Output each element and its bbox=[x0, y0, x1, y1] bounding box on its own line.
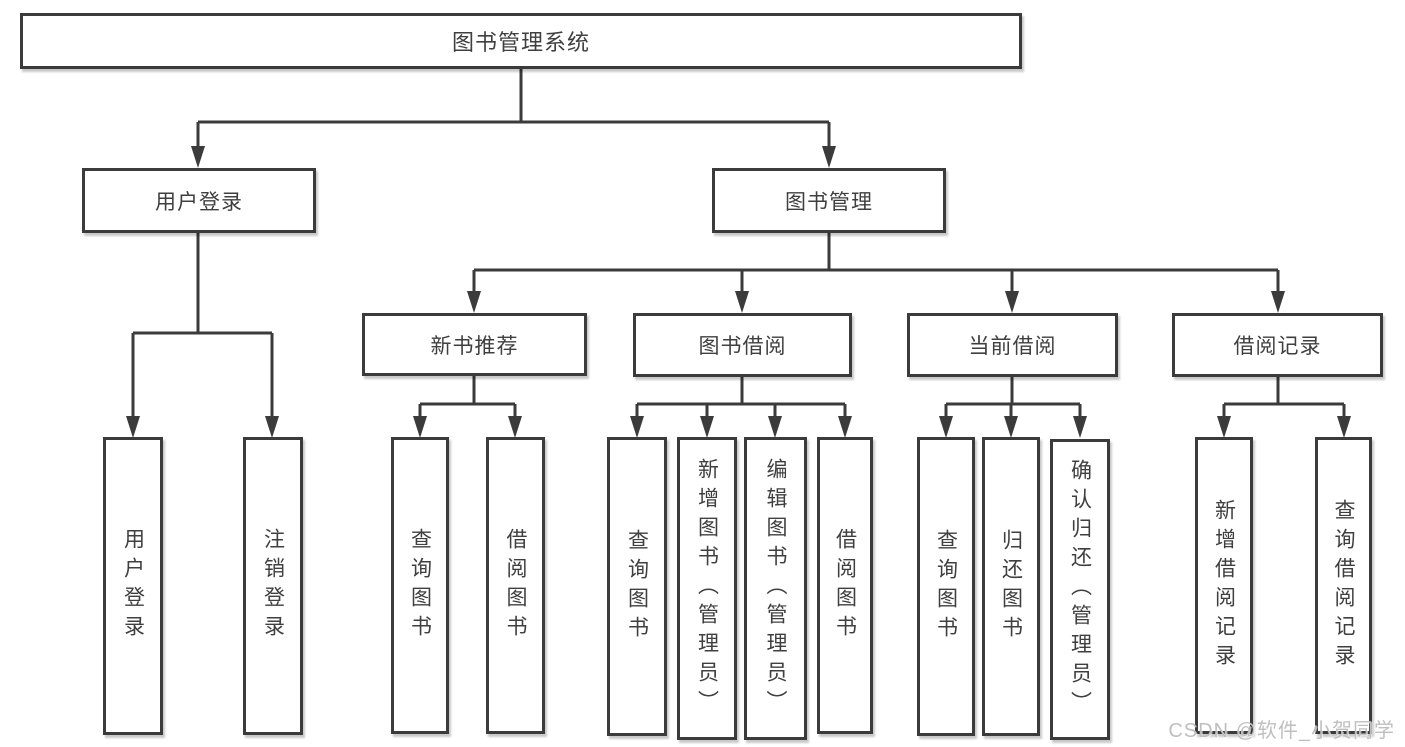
node-user-login: 用户登录 bbox=[82, 168, 316, 233]
node-label: 借阅图书 bbox=[504, 527, 527, 644]
leaf-query-books-borrowing: 查询图书 bbox=[607, 437, 667, 736]
node-label: 新书推荐 bbox=[430, 334, 519, 358]
node-label: 归还图书 bbox=[999, 528, 1023, 645]
leaf-confirm-return-admin: 确认归还（管理员） bbox=[1050, 439, 1110, 740]
node-label: 当前借阅 bbox=[968, 335, 1057, 358]
leaf-borrow-books-borrowing: 借阅图书 bbox=[817, 437, 873, 734]
node-current-borrowing: 当前借阅 bbox=[907, 313, 1118, 377]
node-label: 编辑图书（管理员） bbox=[764, 458, 787, 719]
node-label: 用户登录 bbox=[155, 190, 243, 214]
leaf-query-books-current: 查询图书 bbox=[917, 437, 975, 736]
leaf-edit-book-admin: 编辑图书（管理员） bbox=[744, 437, 807, 740]
leaf-add-borrow-record: 新增借阅记录 bbox=[1195, 437, 1253, 734]
watermark-text: CSDN @软件_小贺同学 bbox=[1168, 720, 1395, 742]
leaf-return-books: 归还图书 bbox=[982, 437, 1040, 736]
node-label: 查询图书 bbox=[934, 528, 958, 645]
node-label: 查询图书 bbox=[625, 528, 649, 645]
node-book-borrowing: 图书借阅 bbox=[633, 313, 852, 377]
leaf-add-book-admin: 新增图书（管理员） bbox=[677, 437, 737, 740]
node-label: 注销登录 bbox=[261, 528, 285, 644]
node-label: 新增图书（管理员） bbox=[695, 458, 719, 719]
node-label: 借阅记录 bbox=[1233, 335, 1322, 358]
node-label: 查询图书 bbox=[408, 527, 432, 644]
leaf-query-borrow-record: 查询借阅记录 bbox=[1315, 437, 1372, 734]
node-label: 图书借阅 bbox=[698, 335, 787, 358]
leaf-user-login: 用户登录 bbox=[103, 437, 163, 735]
node-library-management-system: 图书管理系统 bbox=[20, 13, 1022, 69]
node-label: 图书管理系统 bbox=[451, 30, 590, 55]
leaf-logout-login: 注销登录 bbox=[243, 437, 303, 735]
leaf-borrow-books-recommend: 借阅图书 bbox=[486, 437, 545, 734]
node-book-management: 图书管理 bbox=[712, 168, 946, 233]
node-borrowing-records: 借阅记录 bbox=[1172, 313, 1383, 377]
node-new-book-recommend: 新书推荐 bbox=[362, 313, 587, 376]
node-label: 借阅图书 bbox=[833, 527, 857, 644]
node-label: 查询借阅记录 bbox=[1332, 498, 1355, 673]
node-label: 用户登录 bbox=[121, 528, 145, 644]
node-label: 新增借阅记录 bbox=[1212, 498, 1236, 673]
node-label: 图书管理 bbox=[785, 190, 873, 214]
node-label: 确认归还（管理员） bbox=[1068, 459, 1092, 720]
leaf-query-books-recommend: 查询图书 bbox=[391, 437, 449, 734]
